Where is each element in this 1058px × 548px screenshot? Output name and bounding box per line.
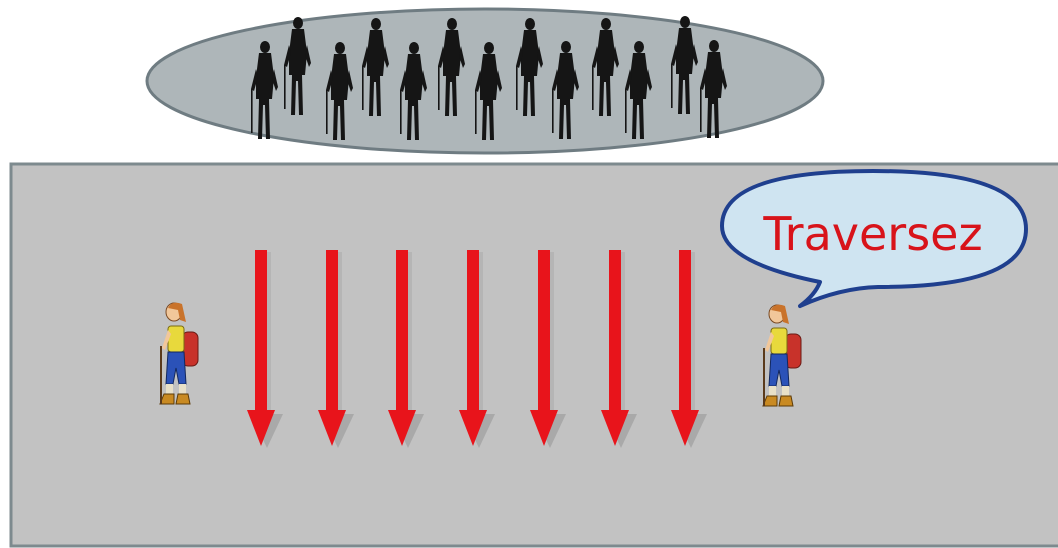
speech-bubble-text: Traversez (762, 207, 982, 261)
